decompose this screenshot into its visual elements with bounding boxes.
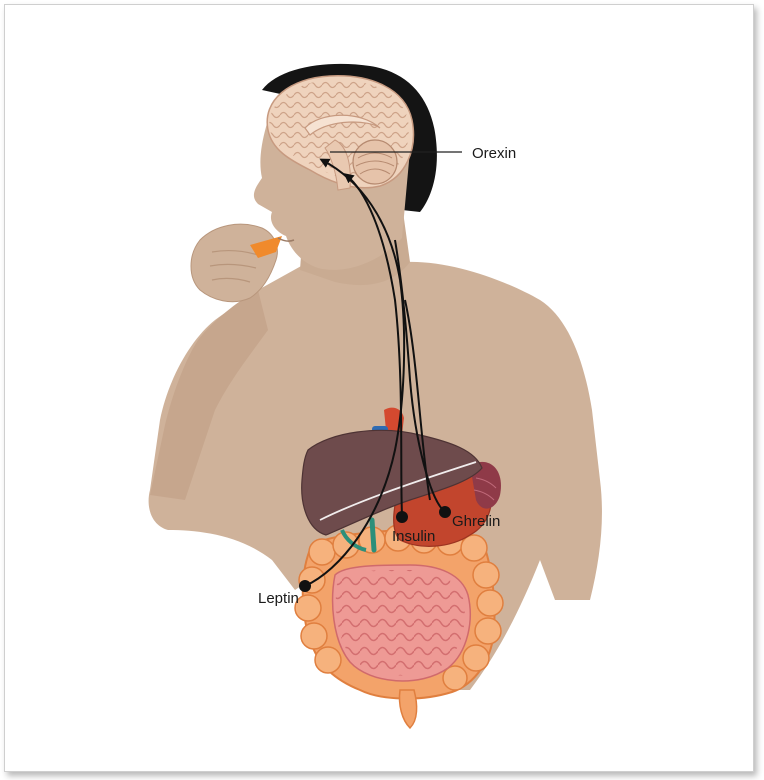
leptin-label: Leptin bbox=[258, 590, 299, 607]
cerebellum bbox=[353, 140, 397, 184]
leptin-source-dot bbox=[299, 580, 311, 592]
insulin-source-dot bbox=[396, 511, 408, 523]
ghrelin-label: Ghrelin bbox=[452, 513, 500, 530]
orexin-label: Orexin bbox=[472, 145, 516, 162]
insulin-label: Insulin bbox=[392, 528, 435, 545]
ghrelin-source-dot bbox=[439, 506, 451, 518]
head bbox=[254, 64, 437, 270]
digestive-organs bbox=[295, 408, 503, 728]
